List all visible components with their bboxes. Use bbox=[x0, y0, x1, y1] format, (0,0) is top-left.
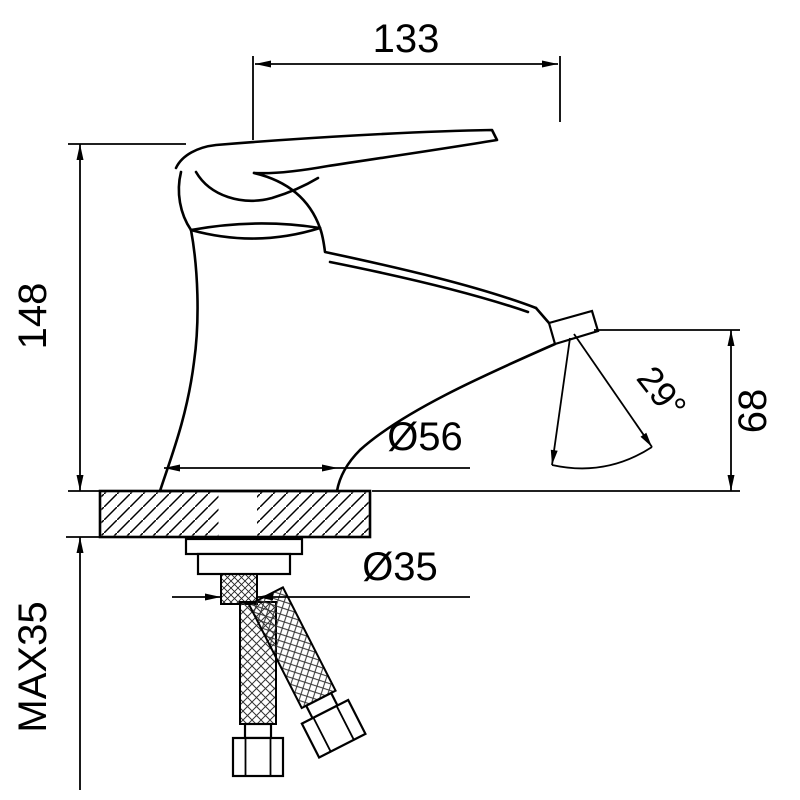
body-left-edge bbox=[158, 228, 199, 493]
mounting-deck bbox=[98, 489, 372, 539]
arrowhead bbox=[322, 464, 338, 472]
spout-tip-face bbox=[534, 306, 551, 325]
hex-nut bbox=[231, 736, 285, 778]
arrowhead bbox=[727, 475, 735, 491]
arrowhead bbox=[550, 449, 558, 465]
arrowhead bbox=[727, 330, 735, 346]
dim-total-height-label: 148 bbox=[11, 283, 55, 350]
arrowhead bbox=[257, 593, 273, 601]
dim-max-thickness: MAX35 bbox=[11, 536, 100, 790]
stream-angle-construction: 29° bbox=[550, 333, 695, 470]
supply-hose-right bbox=[247, 586, 367, 759]
cartridge-cap-left bbox=[177, 170, 193, 232]
spout-inner-line bbox=[328, 260, 530, 314]
dim-mount-hole-label: Ø35 bbox=[362, 545, 438, 589]
arrowhead bbox=[542, 60, 558, 68]
dim-total-height: 148 bbox=[11, 143, 186, 492]
arrowhead bbox=[255, 60, 271, 68]
angle-leg-line bbox=[573, 333, 653, 448]
mounting-washer bbox=[184, 537, 304, 556]
neck-ring-bottom bbox=[189, 226, 322, 240]
dim-spout-reach: 133 bbox=[252, 17, 561, 140]
dim-base-diameter: Ø56 bbox=[164, 415, 470, 472]
arrowhead bbox=[76, 144, 84, 160]
dim-outlet-height: 68 bbox=[372, 329, 775, 492]
mounting-assembly bbox=[184, 536, 304, 605]
handle-front-scoop bbox=[194, 170, 320, 202]
handle-lever bbox=[174, 128, 499, 175]
hex-nut bbox=[300, 698, 367, 759]
dim-mount-hole: Ø35 bbox=[172, 545, 470, 601]
neck-ring-top bbox=[189, 222, 322, 232]
lock-nut bbox=[196, 552, 292, 576]
cartridge-cap-right bbox=[252, 171, 322, 230]
faucet-outline bbox=[158, 128, 600, 493]
arrowhead bbox=[640, 432, 652, 447]
dim-spout-reach-label: 133 bbox=[373, 17, 440, 61]
spout-top-edge bbox=[318, 226, 538, 310]
hex-nut-flat-line bbox=[312, 716, 332, 753]
dim-outlet-height-label: 68 bbox=[731, 389, 775, 434]
arrowhead bbox=[76, 475, 84, 491]
spout-underside-curve bbox=[335, 342, 557, 493]
aerator bbox=[547, 309, 600, 346]
angle-arc bbox=[551, 446, 653, 470]
supply-hose-left bbox=[231, 601, 285, 778]
hex-nut-flat-line bbox=[335, 705, 355, 741]
deck-hatch-left bbox=[101, 492, 219, 536]
dim-stream-angle-label: 29° bbox=[629, 358, 695, 426]
arrowhead bbox=[76, 537, 84, 553]
dim-base-diameter-label: Ø56 bbox=[387, 415, 463, 459]
deck-hatch-right bbox=[257, 492, 369, 536]
arrowhead bbox=[164, 464, 180, 472]
dim-max-thickness-label: MAX35 bbox=[11, 601, 55, 732]
water-stream-line bbox=[551, 337, 571, 466]
hose-fitting bbox=[243, 722, 273, 740]
arrowhead bbox=[205, 593, 221, 601]
